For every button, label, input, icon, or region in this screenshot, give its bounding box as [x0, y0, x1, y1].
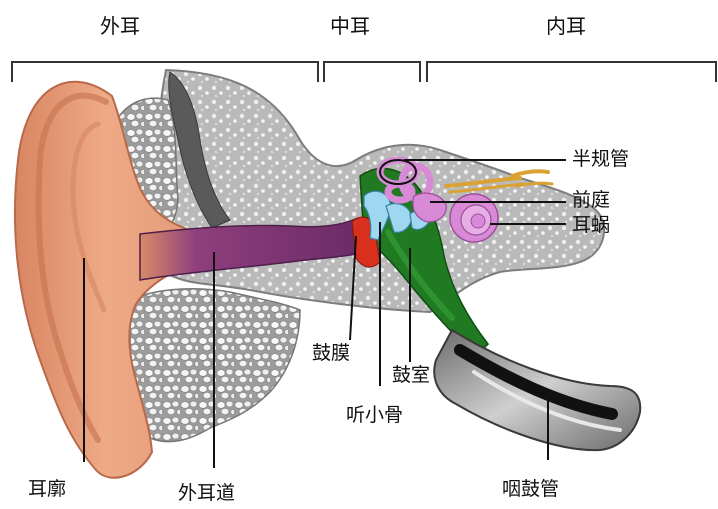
middle-ear-title: 中耳 — [330, 16, 370, 36]
semicircular-canals-label: 半规管 — [572, 150, 629, 169]
outer-ear-title: 外耳 — [100, 16, 140, 36]
inner-ear-title: 内耳 — [546, 16, 586, 36]
tympanic-cavity-label: 鼓室 — [392, 366, 430, 385]
eardrum-label: 鼓膜 — [312, 344, 350, 363]
eustachian-tube-label: 咽鼓管 — [502, 480, 559, 499]
ear-canal-label: 外耳道 — [178, 484, 235, 503]
auricle-label: 耳廓 — [28, 480, 66, 499]
middle-ear-bracket — [324, 62, 420, 82]
cochlea-label: 耳蜗 — [572, 216, 610, 235]
vestibule-label: 前庭 — [572, 191, 610, 210]
section-brackets — [12, 62, 716, 82]
ossicles-label: 听小骨 — [346, 406, 403, 425]
inner-ear-bracket — [427, 62, 716, 82]
